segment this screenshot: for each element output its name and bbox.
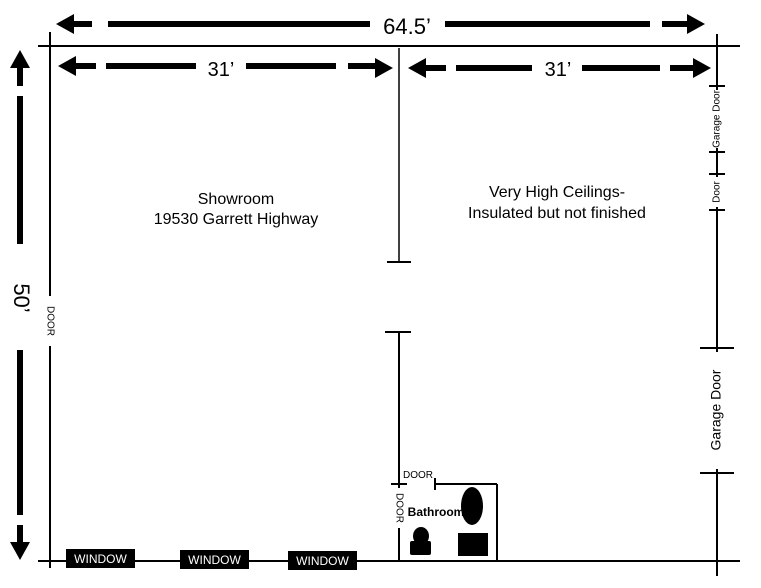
showroom-title: Showroom bbox=[198, 191, 274, 208]
total-width-dimension bbox=[56, 14, 705, 34]
showroom-address: 19530 Garrett Highway bbox=[154, 211, 319, 228]
left-width-label: 31’ bbox=[208, 59, 235, 81]
bath-door-side-label: DOOR bbox=[393, 493, 404, 523]
total-width-label: 64.5’ bbox=[383, 14, 431, 39]
svg-text:WINDOW: WINDOW bbox=[188, 553, 241, 567]
height-label: 50’ bbox=[9, 283, 34, 312]
right-room-line2: Insulated but not finished bbox=[468, 205, 646, 222]
right-room-line1: Very High Ceilings- bbox=[489, 184, 625, 201]
left-width-dimension bbox=[58, 56, 393, 78]
walls bbox=[38, 32, 740, 576]
right-door-label: Door bbox=[712, 180, 723, 202]
garage-door-top-label: Garage Door bbox=[712, 89, 723, 147]
height-dimension bbox=[10, 50, 30, 560]
bathroom-label: Bathroom bbox=[408, 505, 465, 519]
right-width-dimension bbox=[408, 58, 711, 78]
svg-text:WINDOW: WINDOW bbox=[296, 554, 349, 568]
tub-icon bbox=[461, 487, 483, 525]
bath-door-top-label: DOOR bbox=[403, 470, 433, 481]
right-width-label: 31’ bbox=[545, 59, 572, 81]
window-3: WINDOW bbox=[288, 551, 357, 570]
toilet-icon bbox=[410, 527, 431, 555]
left-door-label: DOOR bbox=[44, 306, 55, 336]
garage-door-main-label: Garage Door bbox=[708, 369, 724, 450]
window-2: WINDOW bbox=[180, 550, 249, 569]
right-wall-ticks bbox=[700, 85, 734, 474]
svg-text:WINDOW: WINDOW bbox=[74, 552, 127, 566]
window-1: WINDOW bbox=[66, 549, 135, 568]
sink-icon bbox=[458, 533, 488, 556]
